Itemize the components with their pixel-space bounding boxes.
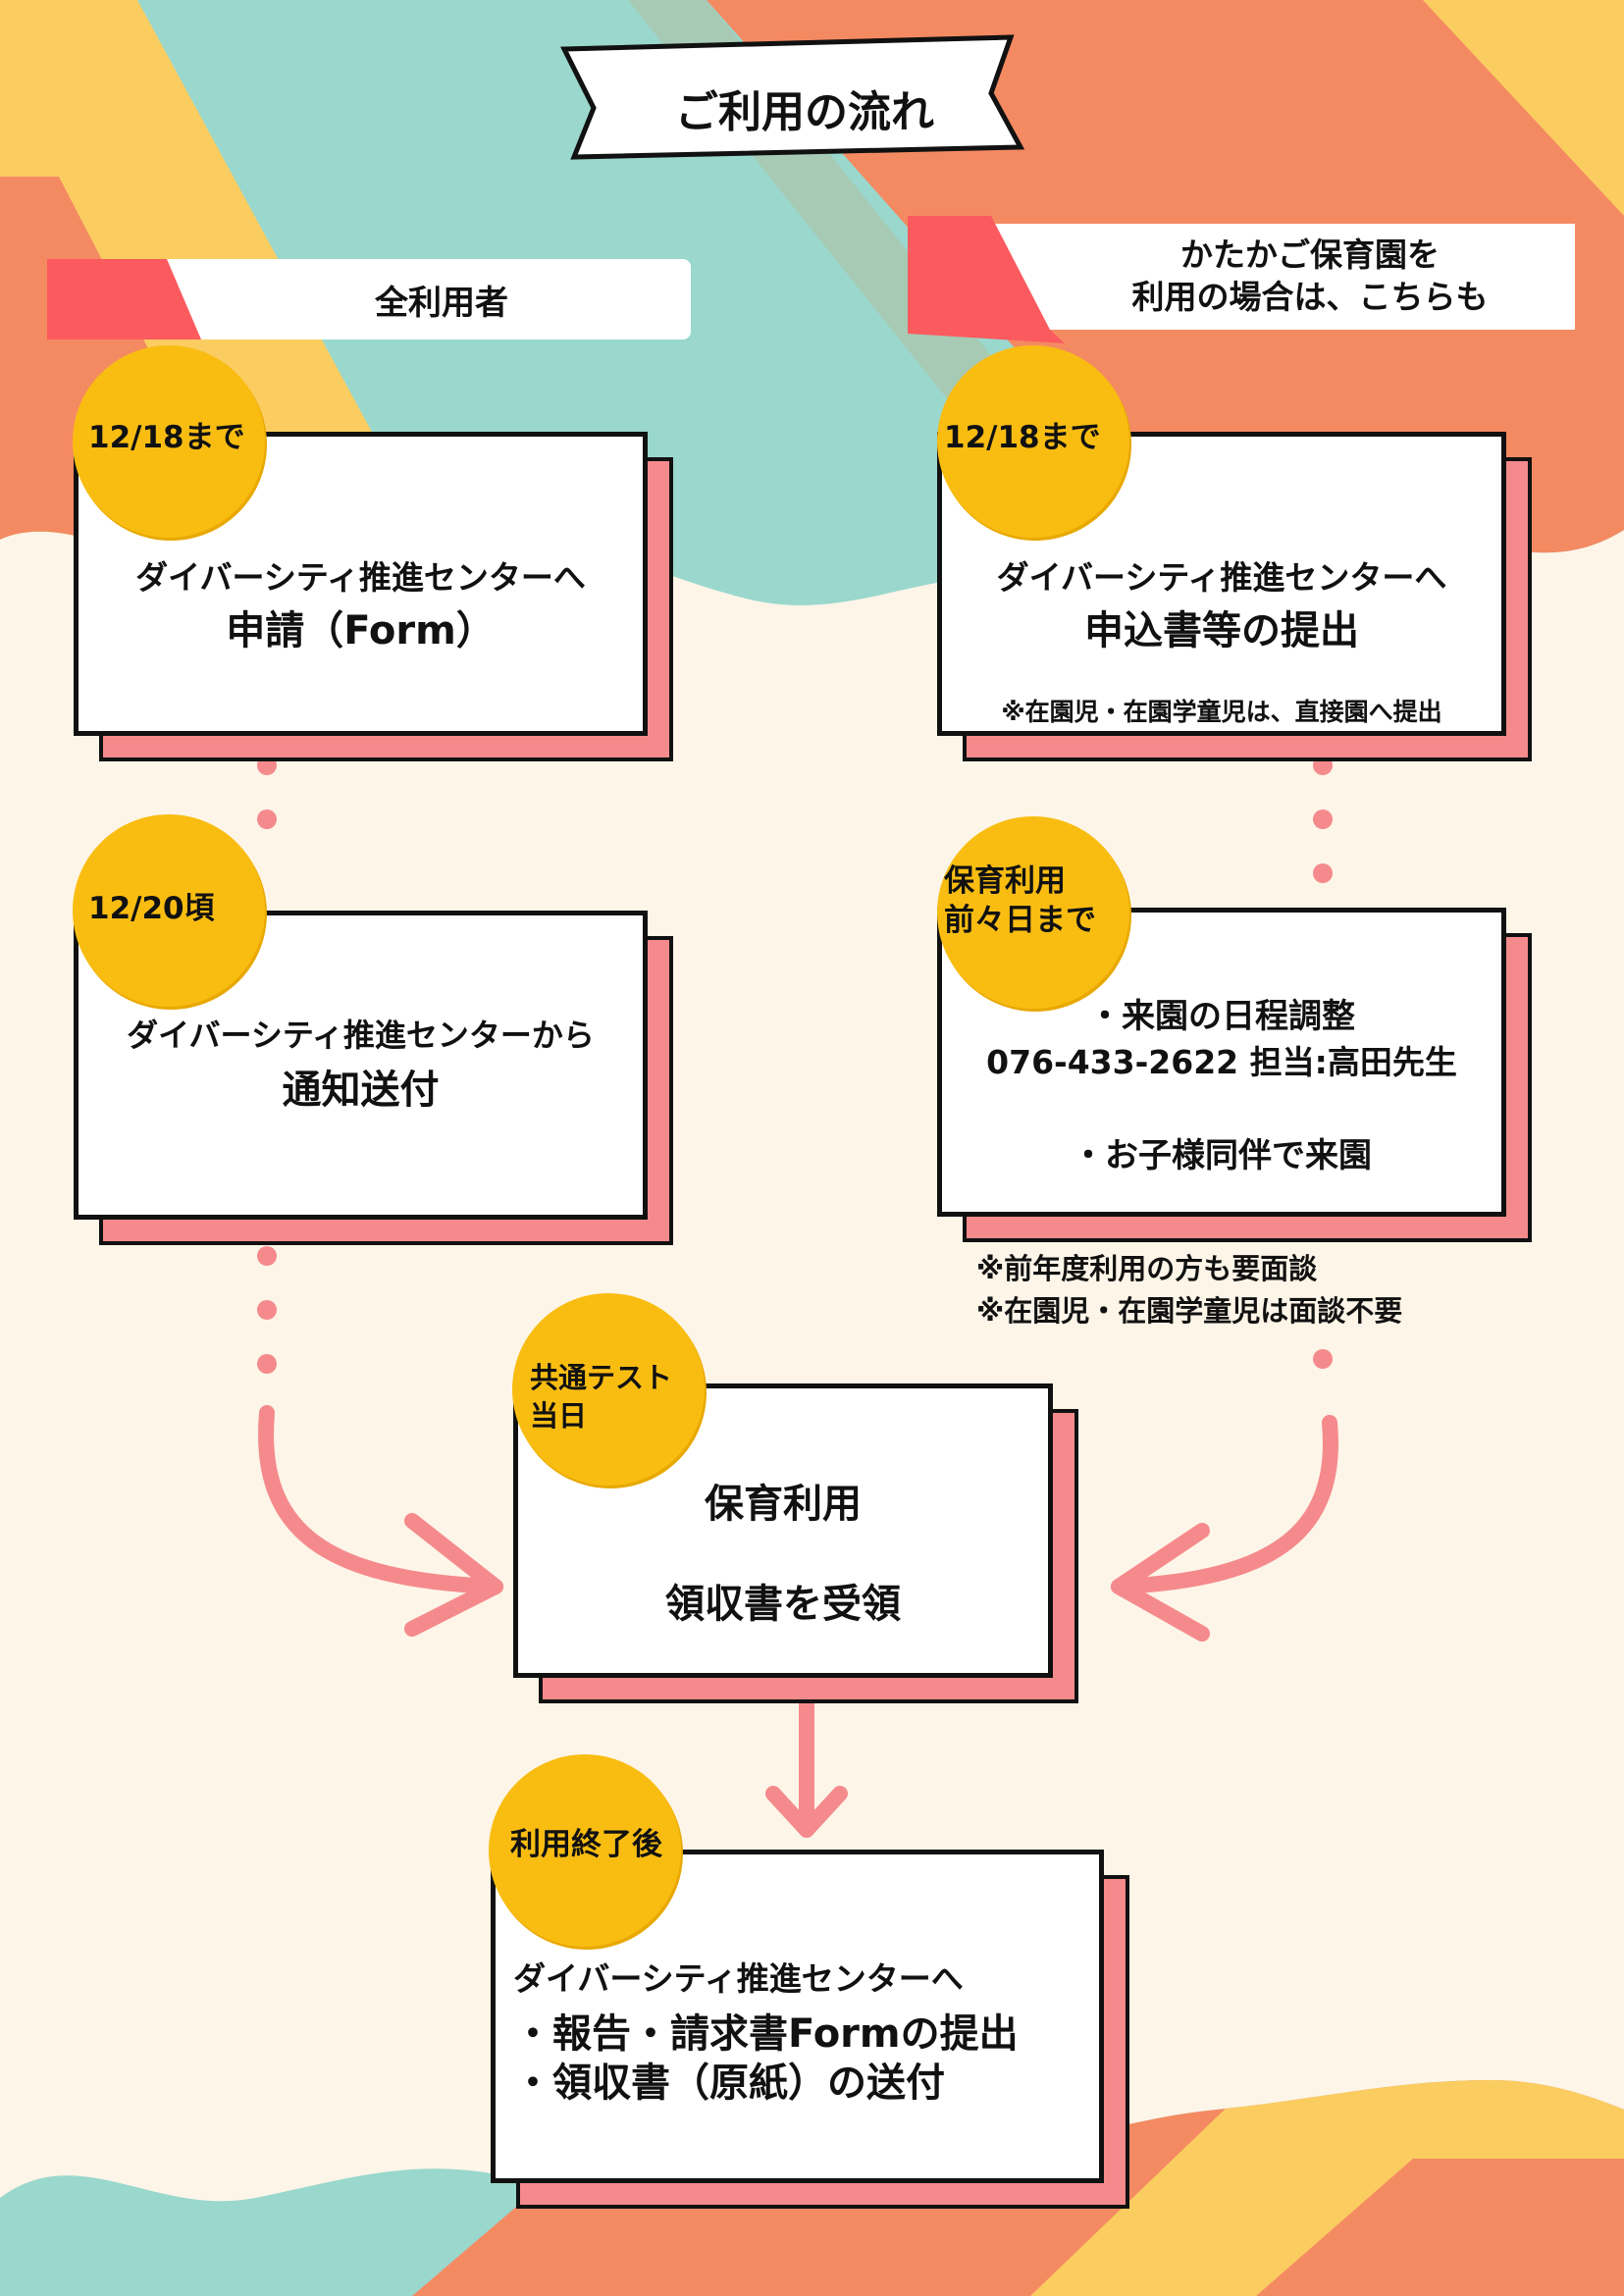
page-title: ご利用の流れ bbox=[675, 87, 934, 137]
badge-label: 12/18まで bbox=[88, 420, 245, 455]
step-text-line3: ・お子様同伴で来園 bbox=[1072, 1136, 1372, 1175]
step-text-line1: ダイバーシティ推進センターから bbox=[127, 1017, 595, 1054]
step-text-line2: 申込書等の提出 bbox=[1084, 608, 1359, 653]
date-badge bbox=[937, 816, 1129, 1009]
badge-label-line1: 共通テスト bbox=[530, 1361, 673, 1394]
card-face bbox=[937, 908, 1506, 1217]
step-text-line2: ・報告・請求書Formの提出 bbox=[513, 2011, 1019, 2057]
badge-label: 12/20頃 bbox=[88, 891, 215, 926]
step-note-1: ※前年度利用の方も要面談 bbox=[976, 1252, 1318, 1285]
step-text-line1: ダイバーシティ推進センターへ bbox=[996, 558, 1447, 597]
step-note: ※在園児・在園学童児は、直接園へ提出 bbox=[1001, 698, 1442, 726]
date-badge bbox=[512, 1293, 705, 1486]
badge-label: 12/18まで bbox=[944, 420, 1101, 455]
column-header-nursery-line2: 利用の場合は、こちらも bbox=[1131, 278, 1489, 316]
date-badge bbox=[73, 814, 265, 1007]
column-header-nursery-line1: かたかご保育園を bbox=[1180, 235, 1440, 275]
badge-label: 利用終了後 bbox=[510, 1827, 662, 1862]
date-badge bbox=[489, 1754, 681, 1947]
step-text-line2: 申請（Form） bbox=[226, 608, 496, 653]
step-text-line1: ダイバーシティ推進センターへ bbox=[513, 1959, 964, 1998]
step-phone: 076-433-2622 担当:高田先生 bbox=[986, 1043, 1457, 1081]
step-text-line2: 領収書を受領 bbox=[665, 1582, 901, 1627]
date-badge bbox=[73, 345, 265, 538]
step-text-line1: 保育利用 bbox=[705, 1482, 862, 1527]
step-text-line1: ・来園の日程調整 bbox=[1088, 997, 1355, 1036]
step-text-line2: 通知送付 bbox=[282, 1068, 440, 1113]
badge-label-line2: 前々日まで bbox=[944, 903, 1096, 938]
step-text-line3: ・領収書（原紙）の送付 bbox=[513, 2061, 945, 2106]
badge-label-line1: 保育利用 bbox=[944, 863, 1066, 899]
date-badge bbox=[937, 345, 1129, 538]
badge-label-line2: 当日 bbox=[530, 1399, 588, 1433]
column-header-nursery: かたかご保育園を 利用の場合は、こちらも bbox=[1050, 224, 1570, 330]
step-text-line1: ダイバーシティ推進センターへ bbox=[135, 558, 586, 597]
column-header-all-users: 全利用者 bbox=[375, 283, 508, 323]
step-note-2: ※在園児・在園学童児は面談不要 bbox=[976, 1294, 1403, 1328]
